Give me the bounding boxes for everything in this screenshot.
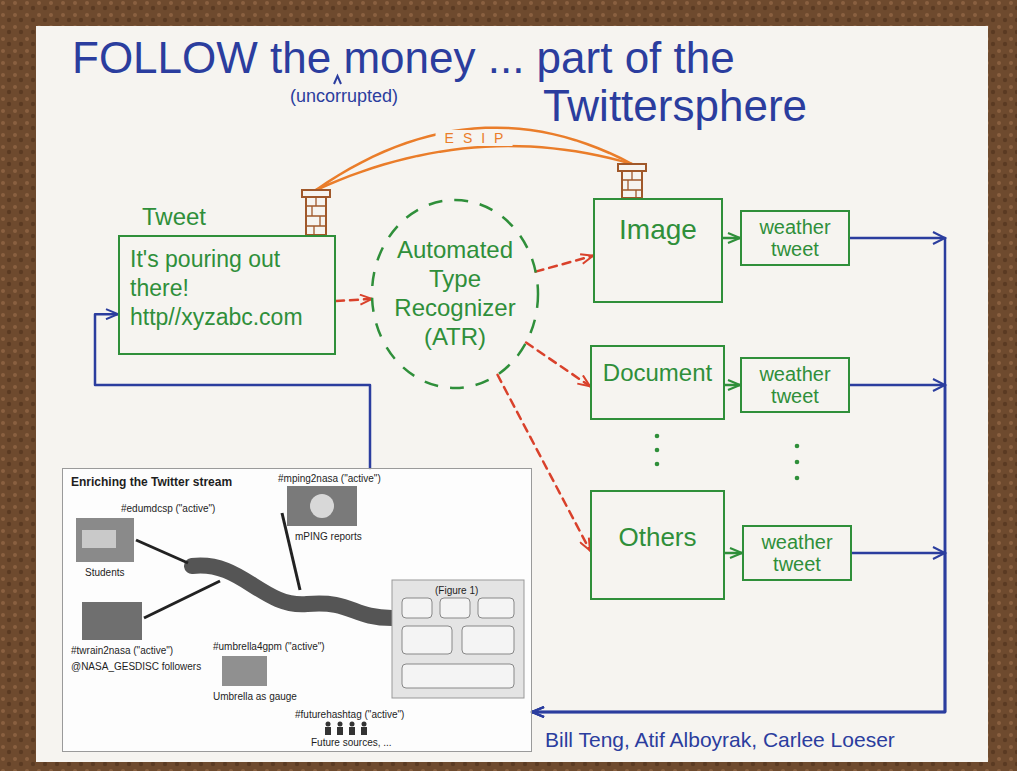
inset-title: Enriching the Twitter stream: [71, 475, 232, 489]
inset-figure: Enriching the Twitter stream #mping2nasa …: [62, 468, 532, 752]
figure-box: [402, 664, 514, 688]
type-box: Others: [590, 490, 725, 600]
brick-lines: [622, 171, 642, 198]
inset-illustration: [62, 468, 532, 752]
poster-title: FOLLOW the money ... part of the Twitter…: [72, 34, 807, 130]
hashtag-label: #futurehashtag ("active"): [295, 709, 404, 721]
dashed-arrow: [536, 256, 593, 272]
source-caption: @NASA_GESDISC followers: [71, 661, 201, 673]
dashed-ellipse: [372, 200, 538, 388]
node-label: weather tweet: [748, 363, 842, 407]
figure-box: [402, 626, 452, 654]
flow-arrow: [725, 552, 742, 555]
photo-detail: [82, 530, 116, 548]
dot: [795, 460, 800, 465]
source-caption: mPING reports: [295, 531, 362, 543]
type-box: Document: [590, 345, 725, 420]
flow-arrow: [725, 384, 740, 387]
chimney: [306, 196, 326, 235]
figure-thumbnail: [392, 580, 524, 698]
ellipsis-dots: [655, 434, 800, 481]
person: [362, 722, 367, 727]
poster-paper: [36, 26, 988, 762]
hashtag-label: #twrain2nasa ("active"): [71, 645, 173, 657]
figure-caption: (Figure 1): [435, 585, 478, 597]
figure-box: [462, 626, 514, 654]
person: [337, 727, 343, 735]
chimney: [622, 170, 642, 198]
person: [326, 722, 331, 727]
author-credit: Bill Teng, Atif Alboyrak, Carlee Loeser: [545, 728, 895, 752]
photo: [287, 486, 357, 526]
insertion-note: (uncorrupted): [290, 86, 398, 107]
stream-river: [192, 565, 392, 618]
feedback-arrow: [95, 314, 370, 468]
photo: [76, 518, 134, 562]
node-label: Automated Type Recognizer (ATR): [380, 236, 530, 351]
dashed-arrow: [497, 375, 590, 551]
person: [350, 722, 355, 727]
node-label: Document: [598, 359, 717, 387]
merge-arrowhead: [933, 232, 945, 244]
chimney-cap: [618, 164, 646, 171]
dot: [655, 462, 660, 467]
brick-lines: [306, 196, 326, 235]
dot: [655, 434, 660, 439]
bridge-line: [316, 128, 632, 190]
figure-box: [440, 598, 470, 618]
node-label: Image: [601, 214, 715, 246]
dot: [795, 444, 800, 449]
flow-arrow: [723, 237, 740, 240]
source-caption: Umbrella as gauge: [213, 691, 297, 703]
person: [325, 727, 331, 735]
source-arrow: [282, 513, 300, 590]
people-icons: [325, 722, 367, 736]
hashtag-label: #mping2nasa ("active"): [278, 473, 381, 485]
tweet-box: TweetIt's pouring out there! http//xyzab…: [118, 235, 336, 355]
dot: [795, 476, 800, 481]
figure-box: [478, 598, 514, 618]
node-label: weather tweet: [750, 531, 844, 575]
merge-arrowhead: [933, 379, 945, 391]
feedback-arrow: [532, 553, 945, 712]
photo-detail: [310, 494, 334, 518]
node-label: weather tweet: [748, 216, 842, 260]
photo: [82, 602, 142, 640]
figure-box: [402, 598, 432, 618]
feedback-arrow: [532, 238, 945, 712]
source-caption: Future sources, ...: [311, 737, 392, 749]
hashtag-label: #edumdcsp ("active"): [121, 503, 215, 515]
inset-paper: [62, 468, 532, 752]
source-arrow: [144, 581, 220, 618]
dashed-arrow: [336, 299, 372, 301]
edge-label: ESIP: [436, 130, 513, 146]
source-caption: Students: [85, 567, 124, 579]
bridge-line: [316, 146, 632, 235]
photo: [222, 656, 267, 686]
dashed-arrow: [526, 343, 590, 387]
person: [338, 722, 343, 727]
recognizer-circle: Automated Type Recognizer (ATR): [370, 198, 540, 390]
dot: [655, 448, 660, 453]
node-label: Others: [598, 522, 717, 553]
chimney-cap: [302, 190, 330, 197]
person: [361, 727, 367, 735]
source-arrow: [136, 540, 188, 563]
feedback-arrow: [532, 385, 945, 712]
box-heading: Tweet: [142, 203, 206, 231]
tweet-text: It's pouring out there! http//xyzabc.com: [130, 245, 324, 331]
merge-arrowhead: [933, 547, 945, 559]
person: [349, 727, 355, 735]
weather-tweet-box: weather tweet: [742, 525, 852, 581]
type-box: Image: [593, 198, 723, 303]
weather-tweet-box: weather tweet: [740, 357, 850, 413]
hashtag-label: #umbrella4gpm ("active"): [213, 641, 325, 653]
weather-tweet-box: weather tweet: [740, 210, 850, 266]
